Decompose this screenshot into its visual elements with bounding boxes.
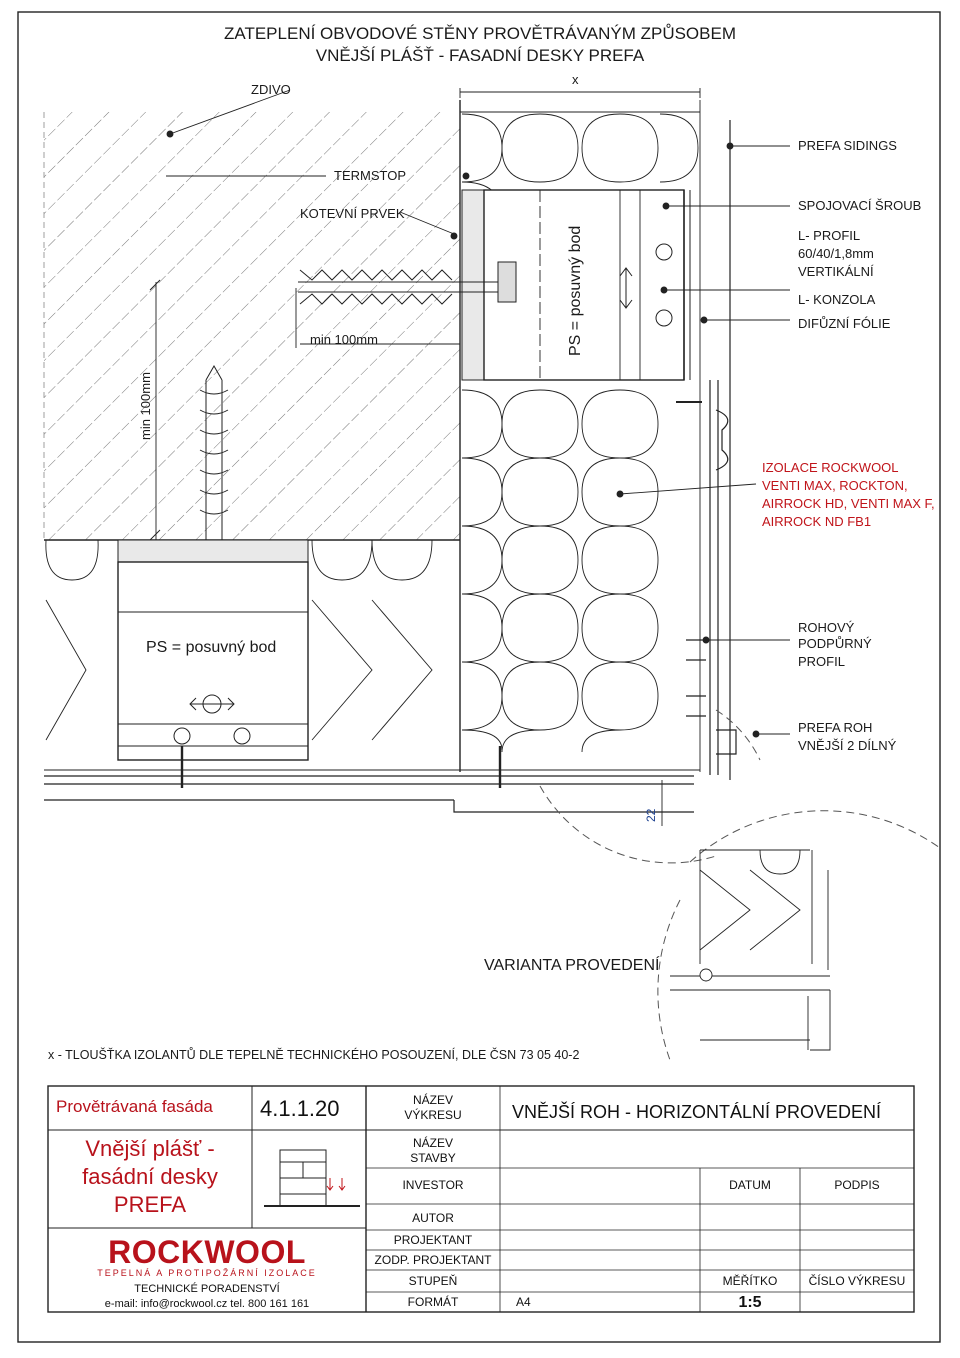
callout-izolace-3: AIRROCK HD, VENTI MAX F, <box>762 496 935 511</box>
callout-prefa-roh-2: VNĚJŠÍ 2 DÍLNÝ <box>798 738 897 753</box>
title-block-grid <box>47 1085 915 1313</box>
tb-nazev-vykresu-2: VÝKRESU <box>404 1108 462 1122</box>
callout-prefa-roh-1: PREFA ROH <box>798 720 873 735</box>
callout-l-profil-3: VERTIKÁLNÍ <box>798 264 874 279</box>
tb-category: Provětrávaná fasáda <box>56 1097 213 1116</box>
label-min100-vertical: min 100mm <box>138 372 153 440</box>
drawing-title-line1: ZATEPLENÍ OBVODOVÉ STĚNY PROVĚTRÁVANÝM Z… <box>224 24 736 43</box>
insulation-vertical <box>460 100 701 772</box>
tb-nazev-stavby-2: STAVBY <box>410 1151 456 1165</box>
callout-rohovy-3: PROFIL <box>798 654 845 669</box>
callout-prefa-sidings: PREFA SIDINGS <box>798 138 897 153</box>
tb-drawing-name: VNĚJŠÍ ROH - HORIZONTÁLNÍ PROVEDENÍ <box>512 1102 882 1122</box>
callout-izolace-2: VENTI MAX, ROCKTON, <box>762 478 908 493</box>
tb-cislo-vykresu: ČÍSLO VÝKRESU <box>808 1274 906 1288</box>
callout-difuzni-folie: DIFŮZNÍ FÓLIE <box>798 316 891 331</box>
tb-podpis: PODPIS <box>834 1178 880 1192</box>
callout-l-profil-1: L- PROFIL <box>798 228 861 243</box>
siding <box>44 120 737 813</box>
tb-scale-value: 1:5 <box>738 1294 762 1311</box>
tb-format-value: A4 <box>516 1295 531 1309</box>
tb-zodp-projektant: ZODP. PROJEKTANT <box>374 1253 492 1267</box>
tb-nazev-vykresu-1: NÁZEV <box>412 1093 453 1107</box>
label-termstop: TERMSTOP <box>334 168 406 183</box>
callout-l-konzola: L- KONZOLA <box>798 292 876 307</box>
tb-subject-1: Vnější plášť - <box>85 1136 215 1161</box>
label-kotevni-prvek: KOTEVNÍ PRVEK <box>300 206 405 221</box>
tb-investor: INVESTOR <box>402 1178 464 1192</box>
tb-subject-2: fasádní desky <box>82 1164 218 1189</box>
dimension-22: 22 <box>644 808 658 822</box>
bracket-horizontal <box>117 539 502 788</box>
rockwool-logo: ROCKWOOL <box>108 1234 306 1270</box>
tb-code: 4.1.1.20 <box>260 1096 340 1121</box>
tb-stupen: STUPEŇ <box>408 1274 458 1288</box>
callout-l-profil-2: 60/40/1,8mm <box>798 246 874 261</box>
label-x: x <box>572 72 579 87</box>
label-ps-vertical: PS = posuvný bod <box>567 225 584 356</box>
tb-datum: DATUM <box>729 1178 771 1192</box>
tb-subject-3: PREFA <box>113 1192 187 1217</box>
label-ps-horizontal: PS = posuvný bod <box>146 639 277 656</box>
tb-projektant: PROJEKTANT <box>393 1233 473 1247</box>
tb-nazev-stavby-1: NÁZEV <box>412 1136 453 1150</box>
callout-spojovaci-sroub: SPOJOVACÍ ŠROUB <box>798 198 922 213</box>
insulation-horizontal <box>44 539 700 771</box>
tb-autor: AUTOR <box>412 1211 454 1225</box>
label-min100-horizontal: min 100mm <box>310 332 378 347</box>
label-varianta-provedeni: VARIANTA PROVEDENÍ <box>484 957 660 974</box>
callout-izolace-4: AIRROCK ND FB1 <box>762 514 872 529</box>
callout-izolace-1: IZOLACE ROCKWOOL <box>762 460 899 475</box>
tb-contact: e-mail: info@rockwool.cz tel. 800 161 16… <box>104 1298 310 1310</box>
tb-meritko: MĚŘÍTKO <box>722 1274 778 1288</box>
bracket-vertical <box>298 189 702 403</box>
callout-rohovy-2: PODPŮRNÝ <box>798 636 872 651</box>
thickness-note: x - TLOUŠŤKA IZOLANTŮ DLE TEPELNĚ TECHNI… <box>48 1048 580 1062</box>
callout-rohovy-1: ROHOVÝ <box>798 620 855 635</box>
tb-advisory: TECHNICKÉ PORADENSTVÍ <box>134 1283 280 1295</box>
sheet-border <box>17 11 941 1343</box>
leader-lines <box>149 88 790 826</box>
detail-circle <box>539 709 941 1061</box>
label-zdivo: ZDIVO <box>251 82 291 97</box>
detail-view <box>670 849 831 1051</box>
rockwool-tagline: TEPELNÁ A PROTIPOŽÁRNÍ IZOLACE <box>97 1268 317 1278</box>
drawing-title-line2: VNĚJŠÍ PLÁŠŤ - FASADNÍ DESKY PREFA <box>315 46 645 65</box>
tb-format: FORMÁT <box>407 1295 459 1309</box>
